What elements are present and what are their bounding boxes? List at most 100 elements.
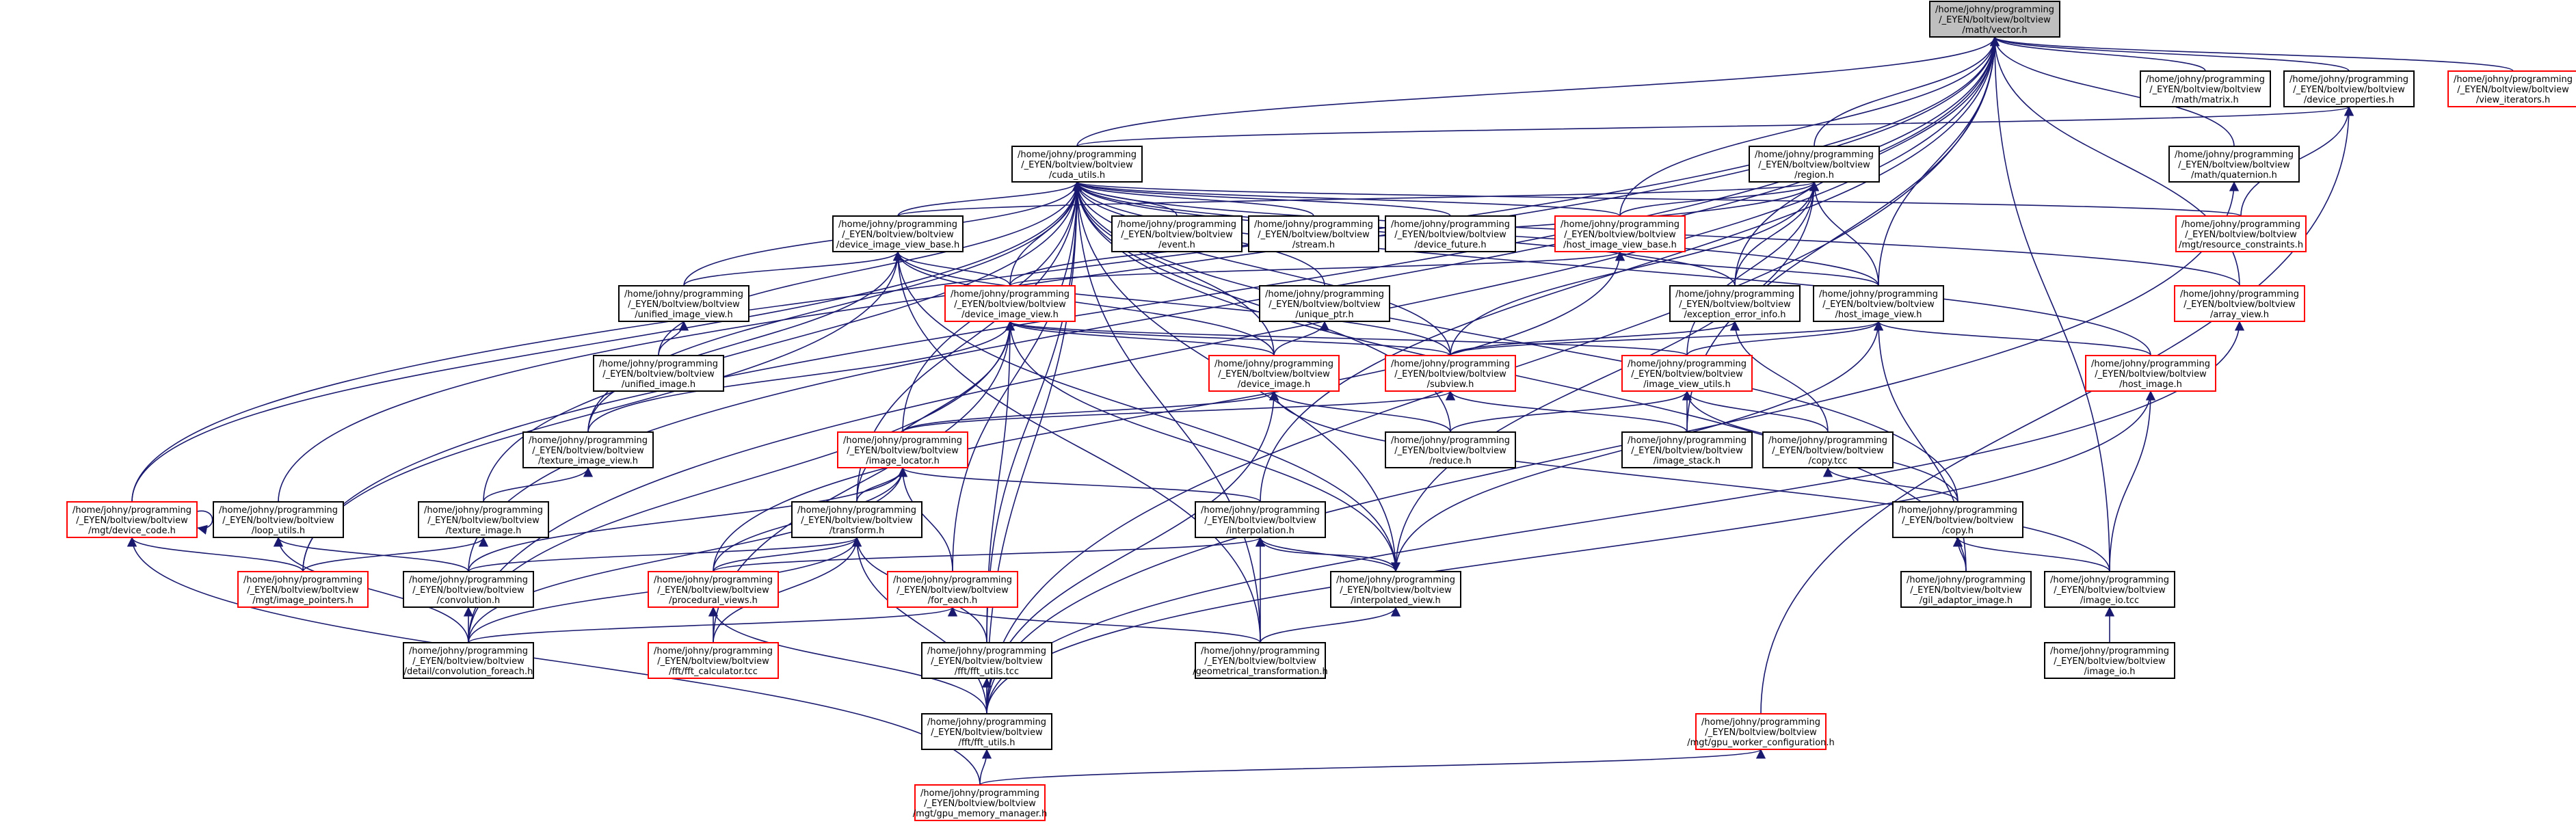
- node-label-line: /_EYEN/boltview/boltview: [76, 516, 188, 526]
- node-box: [914, 784, 1046, 821]
- node-gpu-memory-manager[interactable]: /home/johny/programming/_EYEN/boltview/b…: [913, 784, 1047, 821]
- node-image-view-utils[interactable]: /home/johny/programming/_EYEN/boltview/b…: [1621, 355, 1753, 392]
- node-label-line: /device_image_view.h: [961, 310, 1059, 320]
- edge-reduce-to-device-image: [1269, 390, 1451, 433]
- node-label-line: /transform.h: [829, 526, 884, 536]
- node-label-line: /unified_image_view.h: [635, 310, 733, 320]
- node-label-line: /mgt/resource_constraints.h: [2179, 240, 2303, 250]
- node-label-line: /_EYEN/boltview/boltview: [1631, 446, 1743, 456]
- node-device-image[interactable]: /home/johny/programming/_EYEN/boltview/b…: [1208, 355, 1340, 392]
- node-image-io[interactable]: /home/johny/programming/_EYEN/boltview/b…: [2044, 642, 2175, 679]
- node-for-each[interactable]: /home/johny/programming/_EYEN/boltview/b…: [887, 571, 1018, 608]
- edge-copy-to-copy-tcc: [1822, 467, 1958, 503]
- edge-image-io-tcc-to-device-image: [1269, 390, 2110, 572]
- node-host-image-view[interactable]: /home/johny/programming/_EYEN/boltview/b…: [1813, 285, 1944, 322]
- edge-image-locator-to-device-image: [902, 390, 1279, 433]
- node-fft-utils[interactable]: /home/johny/programming/_EYEN/boltview/b…: [921, 713, 1052, 750]
- node-image-stack[interactable]: /home/johny/programming/_EYEN/boltview/b…: [1621, 431, 1753, 468]
- node-geometrical-transformation[interactable]: /home/johny/programming/_EYEN/boltview/b…: [1193, 642, 1328, 679]
- node-view-iterators[interactable]: /home/johny/programming/_EYEN/boltview/b…: [2447, 70, 2576, 107]
- node-copy-tcc[interactable]: /home/johny/programming/_EYEN/boltview/b…: [1762, 431, 1894, 468]
- node-box: [1195, 642, 1326, 679]
- node-resource-constraints[interactable]: /home/johny/programming/_EYEN/boltview/b…: [2175, 215, 2307, 252]
- node-convolution[interactable]: /home/johny/programming/_EYEN/boltview/b…: [403, 571, 534, 608]
- node-quaternion[interactable]: /home/johny/programming/_EYEN/boltview/b…: [2168, 146, 2300, 183]
- node-procedural-views[interactable]: /home/johny/programming/_EYEN/boltview/b…: [648, 571, 779, 608]
- node-label-line: /home/johny/programming: [838, 219, 957, 230]
- node-unified-image[interactable]: /home/johny/programming/_EYEN/boltview/b…: [593, 355, 724, 392]
- node-region[interactable]: /home/johny/programming/_EYEN/boltview/b…: [1749, 146, 1880, 183]
- node-device-code[interactable]: /home/johny/programming/_EYEN/boltview/b…: [66, 501, 198, 538]
- node-layer: /home/johny/programming/_EYEN/boltview/b…: [66, 1, 2576, 821]
- node-unified-image-view[interactable]: /home/johny/programming/_EYEN/boltview/b…: [618, 285, 749, 322]
- node-vector[interactable]: /home/johny/programming/_EYEN/boltview/b…: [1929, 1, 2060, 38]
- node-device-image-view-base[interactable]: /home/johny/programming/_EYEN/boltview/b…: [832, 215, 964, 252]
- node-exception-error-info[interactable]: /home/johny/programming/_EYEN/boltview/b…: [1669, 285, 1801, 322]
- node-box: [1669, 285, 1801, 322]
- node-subview[interactable]: /home/johny/programming/_EYEN/boltview/b…: [1385, 355, 1516, 392]
- node-label-line: /home/johny/programming: [1755, 150, 1874, 160]
- node-image-io-tcc[interactable]: /home/johny/programming/_EYEN/boltview/b…: [2044, 571, 2175, 608]
- node-copy[interactable]: /home/johny/programming/_EYEN/boltview/b…: [1892, 501, 2023, 538]
- node-label-line: /subview.h: [1427, 379, 1474, 390]
- node-label-line: /_EYEN/boltview/boltview: [2149, 85, 2261, 95]
- node-device-image-view[interactable]: /home/johny/programming/_EYEN/boltview/b…: [944, 285, 1076, 322]
- edge-host-image-view-base-to-vector: [1619, 36, 2000, 217]
- node-label-line: /_EYEN/boltview/boltview: [1218, 369, 1330, 379]
- node-fft-calculator[interactable]: /home/johny/programming/_EYEN/boltview/b…: [648, 642, 779, 679]
- node-label-line: /_EYEN/boltview/boltview: [2178, 160, 2290, 170]
- node-box: [887, 571, 1018, 608]
- edge-convolution-foreach-to-image-locator: [468, 467, 908, 643]
- node-label-line: /_EYEN/boltview/boltview: [2183, 299, 2296, 310]
- node-host-image-view-base[interactable]: /home/johny/programming/_EYEN/boltview/b…: [1554, 215, 1686, 252]
- node-texture-image-view[interactable]: /home/johny/programming/_EYEN/boltview/b…: [522, 431, 654, 468]
- node-interpolated-view[interactable]: /home/johny/programming/_EYEN/boltview/b…: [1330, 571, 1461, 608]
- node-matrix[interactable]: /home/johny/programming/_EYEN/boltview/b…: [2140, 70, 2271, 107]
- node-gil-adaptor-image[interactable]: /home/johny/programming/_EYEN/boltview/b…: [1900, 571, 2032, 608]
- node-convolution-foreach[interactable]: /home/johny/programming/_EYEN/boltview/b…: [403, 642, 534, 679]
- node-label-line: /home/johny/programming: [1201, 505, 1320, 516]
- node-reduce[interactable]: /home/johny/programming/_EYEN/boltview/b…: [1385, 431, 1516, 468]
- node-cuda-utils[interactable]: /home/johny/programming/_EYEN/boltview/b…: [1011, 146, 1143, 183]
- node-box: [1259, 285, 1390, 322]
- node-interpolation[interactable]: /home/johny/programming/_EYEN/boltview/b…: [1195, 501, 1326, 538]
- node-unique-ptr[interactable]: /home/johny/programming/_EYEN/boltview/b…: [1259, 285, 1390, 322]
- node-box: [522, 431, 654, 468]
- node-label-line: /home/johny/programming: [1391, 436, 1510, 446]
- node-gpu-worker-configuration[interactable]: /home/johny/programming/_EYEN/boltview/b…: [1687, 713, 1835, 750]
- edge-fft-utils-to-cuda-utils: [986, 181, 1083, 715]
- edge-geometrical-transformation-to-interpolated-view: [1260, 606, 1401, 643]
- node-box: [1385, 215, 1516, 252]
- node-label-line: /_EYEN/boltview/boltview: [412, 585, 525, 596]
- node-event[interactable]: /home/johny/programming/_EYEN/boltview/b…: [1111, 215, 1243, 252]
- edge-interpolated-view-to-device-image-view: [1005, 321, 1396, 572]
- node-device-future[interactable]: /home/johny/programming/_EYEN/boltview/b…: [1385, 215, 1516, 252]
- node-transform[interactable]: /home/johny/programming/_EYEN/boltview/b…: [791, 501, 922, 538]
- edge-fft-utils-to-array-view: [986, 321, 2245, 715]
- node-box: [1208, 355, 1340, 392]
- edge-reduce-to-image-view-utils: [1450, 390, 1692, 433]
- node-stream[interactable]: /home/johny/programming/_EYEN/boltview/b…: [1248, 215, 1379, 252]
- node-box: [2168, 146, 2300, 183]
- edge-fft-utils-to-transform: [851, 537, 987, 715]
- node-label-line: /home/johny/programming: [1898, 505, 2017, 516]
- node-device-properties[interactable]: /home/johny/programming/_EYEN/boltview/b…: [2283, 70, 2415, 107]
- node-label-line: /home/johny/programming: [927, 717, 1046, 727]
- node-image-locator[interactable]: /home/johny/programming/_EYEN/boltview/b…: [837, 431, 968, 468]
- node-host-image[interactable]: /home/johny/programming/_EYEN/boltview/b…: [2085, 355, 2216, 392]
- node-image-pointers[interactable]: /home/johny/programming/_EYEN/boltview/b…: [237, 571, 369, 608]
- edge-texture-image-to-cuda-utils: [483, 181, 1083, 503]
- node-loop-utils[interactable]: /home/johny/programming/_EYEN/boltview/b…: [213, 501, 344, 538]
- node-box: [213, 501, 344, 538]
- node-label-line: /home/johny/programming: [72, 505, 191, 516]
- node-array-view[interactable]: /home/johny/programming/_EYEN/boltview/b…: [2174, 285, 2305, 322]
- node-label-line: /texture_image.h: [446, 526, 522, 536]
- node-label-line: /mgt/image_pointers.h: [252, 596, 353, 606]
- node-box: [1749, 146, 1880, 183]
- node-label-line: /_EYEN/boltview/boltview: [954, 299, 1066, 310]
- node-fft-utils-tcc[interactable]: /home/johny/programming/_EYEN/boltview/b…: [921, 642, 1052, 679]
- edge-interpolated-view-to-device-image-view-base: [892, 251, 1396, 572]
- node-label-line: /home/johny/programming: [2050, 646, 2169, 656]
- node-texture-image[interactable]: /home/johny/programming/_EYEN/boltview/b…: [418, 501, 549, 538]
